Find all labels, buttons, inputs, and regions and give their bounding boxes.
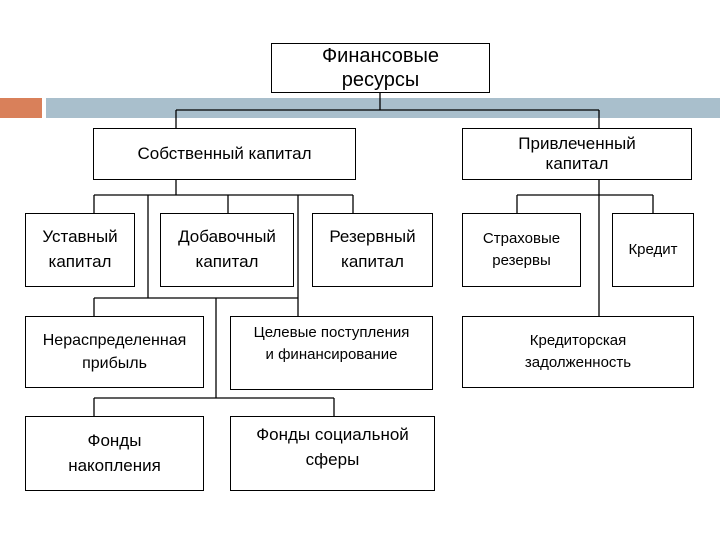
node-label: Кредит — [628, 241, 678, 258]
node-label: Финансовые ресурсы — [321, 45, 440, 91]
node-borrowed-capital: Привлеченный капитал — [462, 128, 692, 180]
node-label: Нераспределенная прибыль — [42, 331, 187, 372]
node-label: Добавочный капитал — [178, 227, 276, 271]
node-label: Страховые резервы — [482, 230, 561, 269]
node-social-funds: Фонды социальной сферы — [230, 416, 435, 491]
node-accounts-payable: Кредиторская задолженность — [462, 316, 694, 388]
accent-bar-orange — [0, 98, 42, 118]
node-additional-capital: Добавочный капитал — [160, 213, 294, 287]
accent-bar-blue — [46, 98, 720, 118]
node-label: Резервный капитал — [329, 227, 416, 271]
node-label: Фонды накопления — [68, 430, 161, 475]
node-insurance-reserves: Страховые резервы — [462, 213, 581, 287]
node-label: Кредиторская задолженность — [524, 332, 632, 371]
node-credit: Кредит — [612, 213, 694, 287]
node-authorized-capital: Уставный капитал — [25, 213, 135, 287]
node-reserve-capital: Резервный капитал — [312, 213, 433, 287]
node-label: Фонды социальной сферы — [256, 425, 409, 469]
node-target-receipts: Целевые поступления и финансирование — [230, 316, 433, 390]
node-label: Уставный капитал — [42, 227, 118, 271]
node-label: Собственный капитал — [137, 143, 312, 163]
node-financial-resources: Финансовые ресурсы — [271, 43, 490, 93]
node-label: Целевые поступления и финансирование — [253, 324, 410, 363]
node-label: Привлеченный капитал — [518, 133, 636, 173]
node-accumulation-funds: Фонды накопления — [25, 416, 204, 491]
node-own-capital: Собственный капитал — [93, 128, 356, 180]
node-retained-earnings: Нераспределенная прибыль — [25, 316, 204, 388]
